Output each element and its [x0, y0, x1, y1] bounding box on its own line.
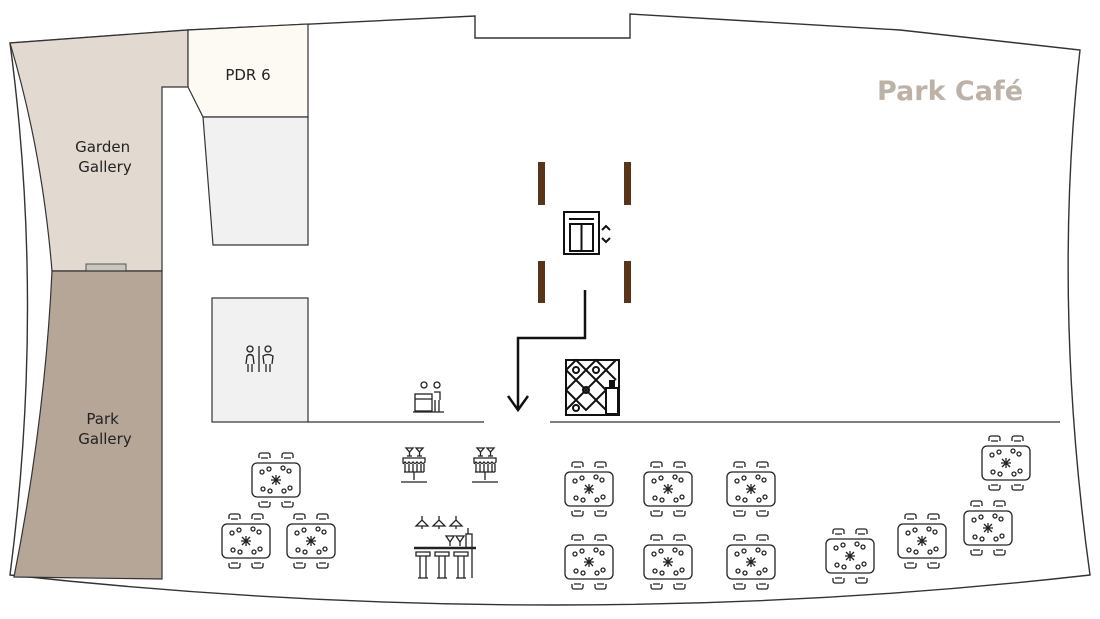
elevator-pillars	[538, 162, 631, 303]
park-gallery-room[interactable]	[13, 270, 163, 580]
service-area	[202, 116, 309, 246]
garden-gallery-room[interactable]	[9, 29, 189, 272]
park-gallery-label: Park Gallery	[78, 410, 132, 448]
direction-arrow-icon	[506, 290, 587, 413]
restroom-icon[interactable]	[245, 345, 274, 372]
reception-desk-icon[interactable]	[413, 381, 444, 413]
restroom-room[interactable]	[211, 297, 309, 423]
elevator-icon[interactable]	[563, 211, 611, 255]
garden-gallery-label: Garden Gallery	[75, 138, 135, 176]
bar-counter-icon[interactable]	[414, 516, 476, 579]
wine-display-icon[interactable]	[565, 358, 620, 416]
venue-label: Park Café	[877, 76, 1023, 107]
pdr6-label: PDR 6	[225, 66, 270, 84]
